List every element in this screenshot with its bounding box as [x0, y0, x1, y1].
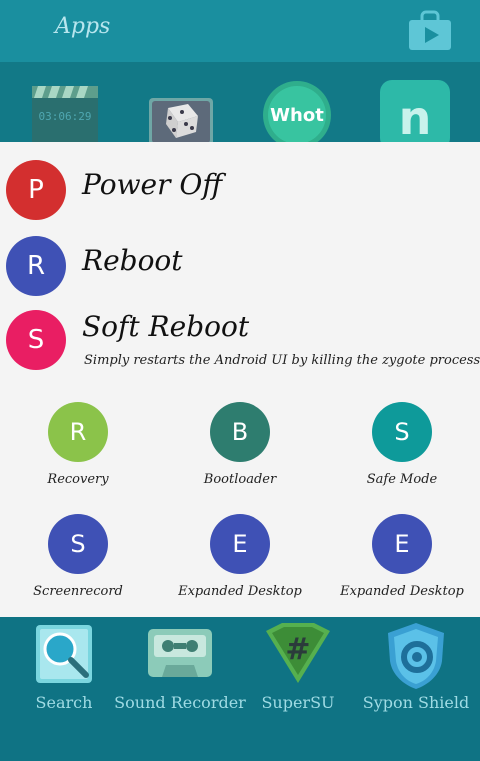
screenrecord-label: Screenrecord — [33, 584, 123, 599]
dock-supersu[interactable]: # SuperSU — [238, 617, 358, 761]
n-app-text: n — [399, 91, 432, 145]
sypon-shield-label: Sypon Shield — [362, 693, 470, 712]
play-store-icon[interactable] — [408, 10, 452, 50]
bootloader-option[interactable]: B Bootloader — [170, 402, 310, 502]
clapperboard-icon[interactable]: 03:06:29 — [30, 80, 100, 150]
safe-mode-option[interactable]: S Safe Mode — [332, 402, 472, 502]
expanded-desktop-letter: E — [210, 514, 270, 574]
soft-reboot-description: Simply restarts the Android UI by killin… — [84, 353, 480, 368]
n-app-icon[interactable]: n — [380, 80, 450, 150]
reboot-letter: R — [6, 236, 66, 296]
search-label: Search — [35, 693, 93, 712]
power-off-label: Power Off — [82, 168, 223, 201]
bootloader-label: Bootloader — [203, 472, 277, 487]
recovery-label: Recovery — [47, 472, 109, 487]
app-icon-row: 03:06:29 Whot n — [0, 62, 480, 150]
expanded-desktop-option[interactable]: E Expanded Desktop — [170, 514, 310, 614]
whot-text: Whot — [270, 105, 324, 126]
whot-icon[interactable]: Whot — [262, 80, 332, 150]
supersu-icon: # — [264, 621, 330, 685]
shield-icon — [384, 621, 448, 689]
dock-sound-recorder[interactable]: Sound Recorder — [114, 617, 246, 761]
dice-icon[interactable] — [148, 80, 218, 150]
safe-mode-label: Safe Mode — [366, 472, 438, 487]
power-menu-panel: P Power Off R Reboot S Soft Reboot Simpl… — [0, 142, 480, 617]
recovery-letter: R — [48, 402, 108, 462]
bootloader-letter: B — [210, 402, 270, 462]
soft-reboot-option[interactable]: S Soft Reboot — [6, 310, 476, 370]
svg-text:#: # — [285, 632, 310, 667]
reboot-label: Reboot — [82, 244, 183, 277]
screenrecord-letter: S — [48, 514, 108, 574]
clapperboard-time: 03:06:29 — [39, 110, 92, 123]
expanded-desktop-letter-2: E — [372, 514, 432, 574]
cassette-icon — [146, 621, 212, 685]
top-bar: Apps — [0, 0, 480, 62]
power-off-option[interactable]: P Power Off — [6, 160, 476, 220]
apps-title[interactable]: Apps — [55, 14, 111, 39]
expanded-desktop-option-2[interactable]: E Expanded Desktop — [332, 514, 472, 614]
recovery-option[interactable]: R Recovery — [8, 402, 148, 502]
dock-search[interactable]: Search — [4, 617, 124, 761]
soft-reboot-letter: S — [6, 310, 66, 370]
sound-recorder-label: Sound Recorder — [114, 693, 246, 712]
app-dock: Search Sound Recorder # SuperSU — [0, 617, 480, 761]
reboot-option[interactable]: R Reboot — [6, 236, 476, 296]
dock-sypon-shield[interactable]: Sypon Shield — [356, 617, 476, 761]
safe-mode-letter: S — [372, 402, 432, 462]
expanded-desktop-label-2: Expanded Desktop — [340, 584, 464, 599]
screenrecord-option[interactable]: S Screenrecord — [8, 514, 148, 614]
power-off-letter: P — [6, 160, 66, 220]
expanded-desktop-label: Expanded Desktop — [178, 584, 302, 599]
supersu-label: SuperSU — [261, 693, 335, 712]
search-icon — [32, 621, 96, 685]
soft-reboot-label: Soft Reboot — [82, 310, 250, 343]
